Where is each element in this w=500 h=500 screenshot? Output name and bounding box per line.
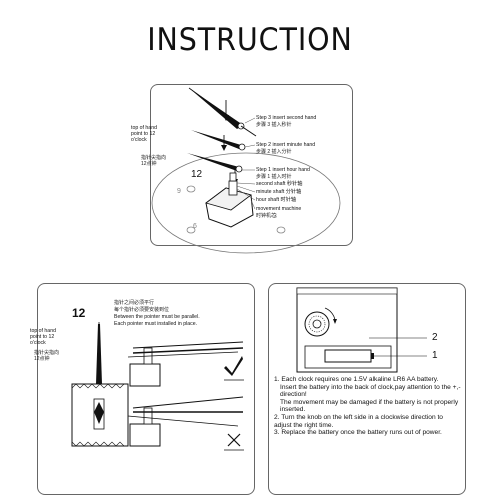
assembly-panel: top of hand point to 12 o'clock 指针尖指向 12… (131, 84, 353, 254)
page-title: INSTRUCTION (147, 22, 353, 58)
hand-point-label-cn: 指针尖指向 12点钟 (141, 155, 167, 167)
hour-shaft-label: hour shaft 时针轴 (256, 197, 297, 203)
note-1b: Insert the battery into the back of cloc… (280, 383, 461, 399)
wrong-movement (129, 423, 161, 447)
callout-1: 1 (432, 350, 438, 361)
numeral-12: 12 (191, 169, 203, 180)
second-shaft-label: second shaft 秒针轴 (256, 181, 303, 187)
parallel-en-2: Each pointer must installed in place. (114, 321, 198, 327)
battery-panel: 2 1 1. Each clock requires one 1.5V alka… (268, 283, 466, 495)
parallel-cn-1: 指针之间必须平行 (114, 300, 155, 306)
movement-machine-label-cn: 时钟机芯 (256, 213, 277, 219)
note-2: 2. Turn the knob on the left side in a c… (274, 413, 443, 429)
battery-drawing (296, 287, 427, 373)
numeral-12: 12 (72, 306, 86, 320)
step-1-label: Step 1 insert hour hand (256, 167, 310, 173)
vertical-hand (96, 324, 102, 384)
note-1c: The movement may be damaged if the batte… (280, 398, 459, 414)
parallel-hands-panel: 指针之间必须平行 每个指针必须要安装到位 Between the pointer… (30, 283, 255, 495)
movement-machine-label: movement machine (256, 206, 302, 212)
clock-face-outline (151, 152, 341, 254)
numeral-3: 3 (273, 213, 277, 220)
parallel-cn-2: 每个指针必须要安装到位 (114, 307, 170, 313)
hand-point-label-cn: 指针尖指向 12点钟 (34, 350, 60, 362)
check-icon (224, 356, 243, 376)
hand-point-label: top of hand point to 12 o'clock (131, 125, 157, 143)
numeral-6: 6 (193, 223, 197, 230)
battery-icon (324, 349, 372, 363)
step-2-label: Step 2 insert minute hand (256, 142, 316, 148)
hour-hand (187, 153, 239, 171)
step-1-label-cn: 步骤 1 插入时针 (256, 174, 292, 180)
second-hand (189, 88, 243, 129)
note-1: 1. Each clock requires one 1.5V alkaline… (274, 376, 439, 383)
correct-movement (129, 363, 161, 387)
assembly-drawing (151, 87, 341, 254)
minute-hand (191, 130, 241, 149)
step-3-label: Step 3 insert second hand (256, 115, 317, 121)
parallel-drawing (71, 322, 244, 451)
minute-shaft-label: minute shaft 分针轴 (256, 189, 302, 195)
hand-point-label: top of hand point to 12 o'clock (30, 328, 56, 346)
note-3: 3. Replace the battery once the battery … (274, 429, 442, 437)
step-3-label-cn: 步骤 3 插入秒针 (256, 122, 292, 128)
callout-2: 2 (432, 332, 438, 343)
step-2-label-cn: 步骤 2 插入分针 (256, 149, 292, 155)
battery-instructions: 1. Each clock requires one 1.5V alkaline… (274, 376, 462, 437)
parallel-en-1: Between the pointer must be parallel. (114, 314, 200, 320)
numeral-9: 9 (177, 188, 181, 195)
